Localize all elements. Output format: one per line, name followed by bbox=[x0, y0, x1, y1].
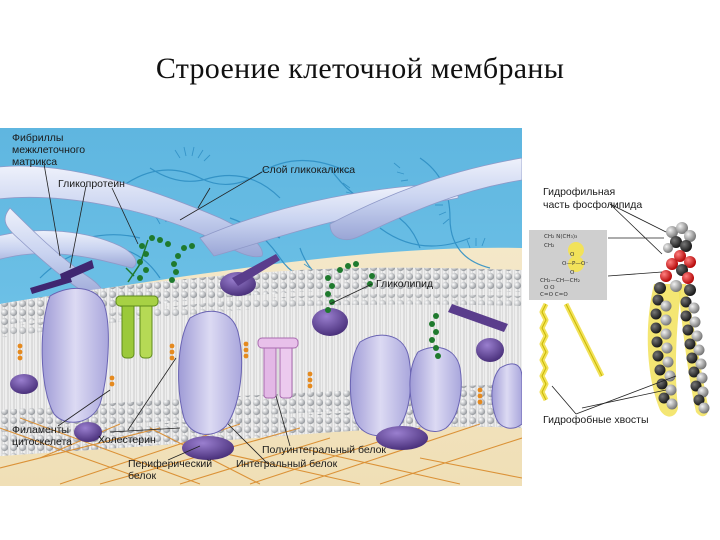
page-title: Строение клеточной мембраны bbox=[0, 52, 720, 86]
formula-line-5: O bbox=[570, 270, 575, 276]
formula-line-2: CH₂ bbox=[544, 243, 554, 249]
label-polyintegral: Полуинтегральный белок bbox=[262, 444, 386, 456]
label-cholesterol: Холестерин bbox=[98, 434, 156, 446]
label-fibrils: Фибриллы межклеточного матрикса bbox=[12, 132, 85, 168]
formula-line-3: O bbox=[570, 252, 575, 258]
phospholipid-illustration: CH₂ N(CH₃)₃ CH₂ O O—P—O⁻ O CH₂—CH—CH₂ O … bbox=[526, 176, 716, 436]
formula-line-6: CH₂—CH—CH₂ bbox=[540, 278, 580, 284]
schematic-tails bbox=[542, 304, 602, 400]
label-glycocalyx: Слой гликокаликса bbox=[262, 164, 355, 176]
formula-line-1: CH₂ N(CH₃)₃ bbox=[544, 234, 577, 240]
formula-line-8: C=O C=O bbox=[540, 292, 568, 298]
phospholipid-figure: CH₂ N(CH₃)₃ CH₂ O O—P—O⁻ O CH₂—CH—CH₂ O … bbox=[526, 176, 716, 436]
label-filaments: Филаменты цитоскелета bbox=[12, 424, 72, 448]
label-glycoprotein: Гликопротеин bbox=[58, 178, 125, 190]
label-glycolipid: Гликолипид bbox=[376, 278, 433, 290]
formula-line-7: O O bbox=[544, 285, 555, 291]
space-filling-model bbox=[648, 222, 710, 417]
formula-line-4: O—P—O⁻ bbox=[562, 261, 588, 267]
membrane-diagram: Фибриллы межклеточного матрикса Гликопро… bbox=[0, 128, 522, 486]
label-integral: Интегральный белок bbox=[236, 458, 337, 470]
label-peripheral: Периферический белок bbox=[128, 458, 212, 482]
